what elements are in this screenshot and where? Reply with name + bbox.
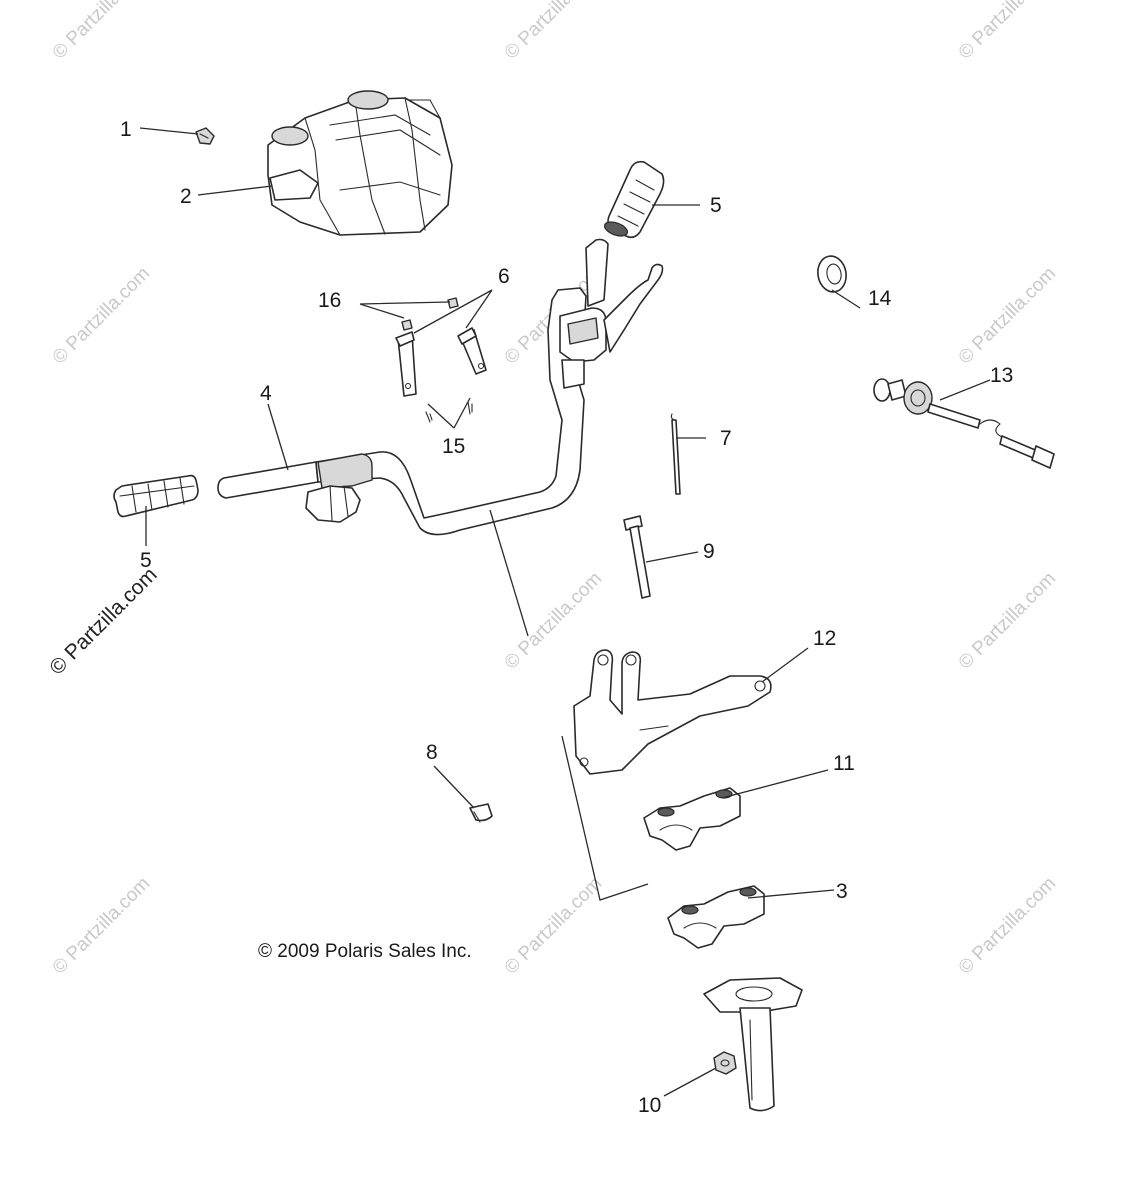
watermark: © Partzilla.com (49, 263, 154, 368)
callout-5-right: 5 (710, 194, 722, 217)
callout-13: 13 (990, 364, 1013, 387)
callout-4: 4 (260, 382, 272, 405)
watermark: © Partzilla.com (49, 0, 154, 64)
callout-10: 10 (638, 1094, 661, 1117)
part-12-mounting-bracket (573, 649, 772, 775)
part-13-throttle-cable (873, 378, 1055, 469)
callout-3: 3 (836, 880, 848, 903)
part-15-pins (425, 401, 473, 423)
callout-15: 15 (442, 435, 465, 458)
part-8-bolt (469, 803, 493, 823)
callout-11: 11 (833, 752, 855, 775)
part-5-grip-left (113, 474, 199, 518)
part-16-clips (401, 297, 459, 331)
callout-9: 9 (703, 540, 715, 563)
callout-6: 6 (498, 265, 510, 288)
callout-1: 1 (120, 118, 132, 141)
watermark: © Partzilla.com (501, 568, 606, 673)
part-11-upper-clamp (643, 787, 741, 851)
copyright-notice: © 2009 Polaris Sales Inc. (258, 941, 472, 962)
part-2-handlebar-cover (267, 90, 453, 236)
callout-2: 2 (180, 185, 192, 208)
part-9-bolt (623, 515, 651, 599)
watermark: © Partzilla.com (955, 263, 1060, 368)
part-5-grip-right (603, 160, 665, 239)
callout-16: 16 (318, 289, 341, 312)
watermark: © Partzilla.com (955, 873, 1060, 978)
part-3-lower-clamp (561, 735, 765, 949)
callout-numbers: 1 2 3 4 5 5 6 7 8 9 10 11 12 13 14 15 16 (120, 118, 1013, 1117)
part-7-cable-tie (670, 413, 681, 495)
leader-lines (139, 127, 991, 1097)
part-1-clip (195, 127, 215, 145)
watermark: © Partzilla.com (955, 568, 1060, 673)
part-10-nut (713, 1051, 737, 1075)
watermark: © Partzilla.com (501, 0, 606, 64)
callout-7: 7 (720, 427, 732, 450)
part-4-handlebar (217, 238, 664, 637)
watermark: © Partzilla.com (49, 873, 154, 978)
part-6-brackets (395, 327, 487, 397)
callout-12: 12 (813, 627, 836, 650)
watermark: © Partzilla.com (501, 873, 606, 978)
callout-14: 14 (868, 287, 892, 310)
watermark-large: © Partzilla.com (45, 563, 161, 679)
watermark: © Partzilla.com (955, 0, 1060, 64)
callout-8: 8 (426, 741, 438, 764)
callout-5-left: 5 (140, 549, 152, 572)
part-14-nut (817, 255, 847, 293)
part-10-steering-post (703, 977, 803, 1112)
